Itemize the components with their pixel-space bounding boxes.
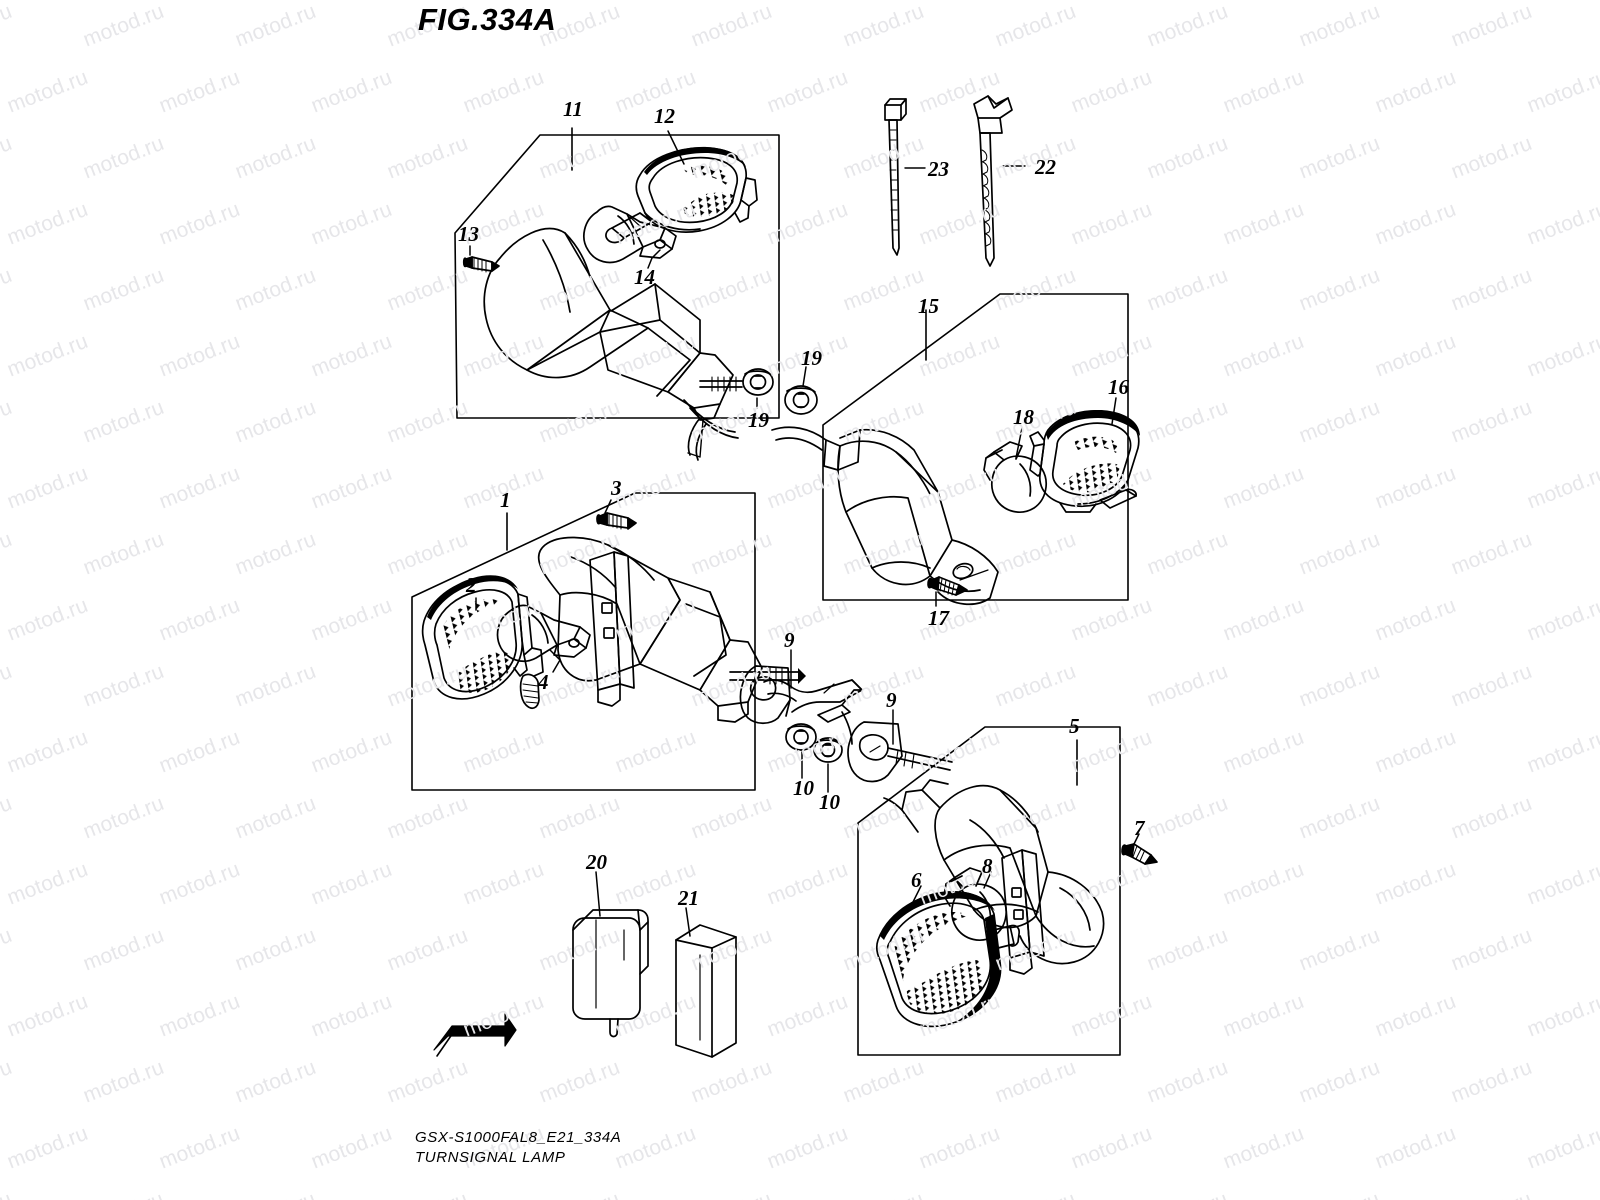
- fwd-label: FWD: [453, 1034, 494, 1053]
- callout-19a: 19: [748, 408, 769, 432]
- turnsignal-assembly-15: [771, 410, 1140, 606]
- lens-2: [421, 575, 544, 710]
- screw-17: [927, 569, 989, 596]
- callout-19b: 19: [801, 346, 822, 370]
- cable-tie-23: [884, 98, 926, 256]
- lens-6: [875, 890, 1020, 1028]
- nut-10b: [813, 737, 843, 763]
- callout-13: 13: [458, 222, 479, 246]
- turnsignal-assembly-11: [462, 146, 774, 461]
- screw-3: [596, 512, 637, 530]
- callout-14: 14: [634, 265, 655, 289]
- fwd-arrow-marker: [433, 1013, 517, 1057]
- cushion-21: [675, 924, 737, 1058]
- lens-16: [1029, 410, 1140, 513]
- leader-lines: [469, 130, 1140, 937]
- section-name: TURNSIGNAL LAMP: [415, 1149, 566, 1166]
- model-code: GSX-S1000FAL8_E21_334A: [415, 1129, 622, 1146]
- callout-22: 22: [1035, 155, 1056, 179]
- figure-title: FIG.334A: [418, 2, 557, 37]
- callout-23: 23: [928, 157, 949, 181]
- callout-1: 1: [500, 488, 511, 512]
- turnsignal-assembly-1: [421, 512, 806, 723]
- callout-6: 6: [911, 868, 922, 892]
- callout-20: 20: [586, 850, 607, 874]
- callout-5: 5: [1069, 714, 1080, 738]
- callout-21: 21: [678, 886, 699, 910]
- group-box-1: [411, 492, 756, 791]
- callout-15: 15: [918, 294, 939, 318]
- bulb-14: [583, 205, 677, 264]
- callout-3: 3: [611, 476, 622, 500]
- callout-10a: 10: [793, 776, 814, 800]
- callout-17: 17: [928, 606, 949, 630]
- group-box-15: [822, 293, 1129, 601]
- callout-11: 11: [563, 97, 583, 121]
- callout-18: 18: [1013, 405, 1034, 429]
- figure-footer: GSX-S1000FAL8_E21_334A TURNSIGNAL LAMP: [415, 1128, 621, 1168]
- bracket-9a: [739, 665, 863, 725]
- screw-13: [462, 256, 500, 273]
- callout-9a: 9: [784, 628, 795, 652]
- lens-12: [605, 146, 758, 244]
- callout-10b: 10: [819, 790, 840, 814]
- grommet-19a: [742, 368, 774, 396]
- nut-10a: [785, 723, 817, 751]
- center-hardware: [739, 385, 953, 783]
- bulb-4: [496, 604, 591, 662]
- flasher-relay-20: [572, 909, 649, 1038]
- grommet-19b: [784, 385, 818, 415]
- screw-7: [1121, 843, 1158, 865]
- callout-16: 16: [1108, 375, 1129, 399]
- callout-7: 7: [1134, 816, 1145, 840]
- callout-8: 8: [982, 854, 993, 878]
- group-box-5: [857, 726, 1121, 1056]
- cable-tie-22: [973, 95, 1026, 267]
- group-box-11: [454, 134, 780, 419]
- callout-4: 4: [538, 670, 549, 694]
- callout-2: 2: [466, 573, 477, 597]
- callout-12: 12: [654, 104, 675, 128]
- callout-9b: 9: [886, 688, 897, 712]
- bulb-18: [983, 441, 1047, 513]
- turnsignal-assembly-5: [875, 779, 1158, 1028]
- bracket-9b: [817, 689, 953, 783]
